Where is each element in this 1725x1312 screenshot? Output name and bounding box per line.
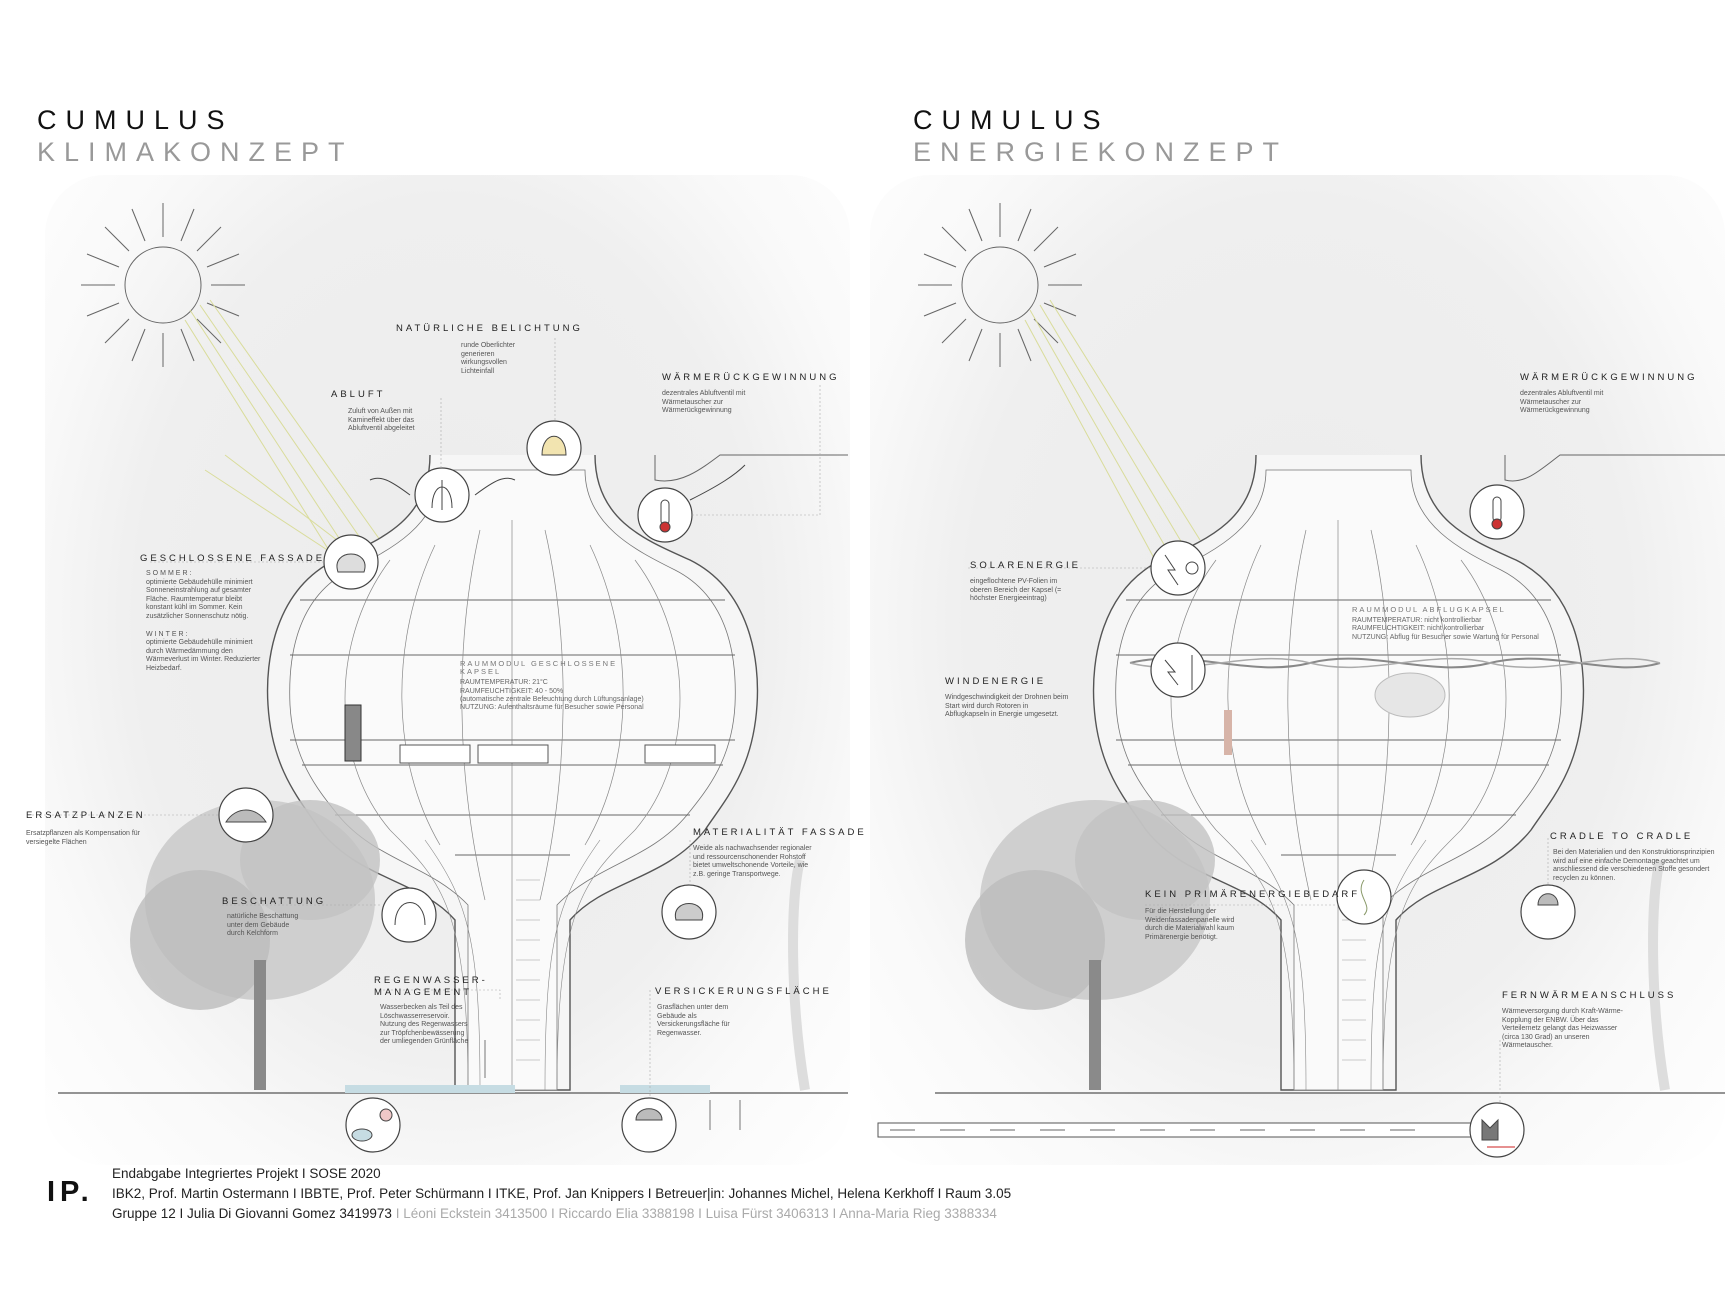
footer-members: I Léoni Eckstein 3413500 I Riccardo Elia… <box>395 1206 997 1221</box>
wind-energy-text: Windgeschwindigkeit der Drohnen beim Sta… <box>945 694 1069 719</box>
heat-recovery-text-right: dezentrales Abluftventil mit Wärmetausch… <box>1520 390 1604 415</box>
shading-label: BESCHATTUNG <box>222 896 327 907</box>
facade-material-text: Weide als nachwachsender regionaler und … <box>693 845 812 878</box>
summer-head: SOMMER: <box>146 570 194 577</box>
heat-recovery-label-left: WÄRMERÜCKGEWINNUNG <box>662 372 840 383</box>
right-room-module: RAUMMODUL ABFLUGKAPSEL RAUMTEMPERATUR: n… <box>1352 605 1552 642</box>
replacement-plants-label: ERSATZPLANZEN <box>26 810 146 821</box>
solar-energy-label: SOLARENERGIE <box>970 560 1081 571</box>
wind-energy-label: WINDENERGIE <box>945 676 1047 687</box>
solar-energy-text: eingeflochtene PV-Folien im oberen Berei… <box>970 578 1062 603</box>
right-module-line1: RAUMTEMPERATUR: nicht kontrollierbar <box>1352 617 1482 625</box>
footer-line2: IBK2, Prof. Martin Ostermann I IBBTE, Pr… <box>112 1186 1012 1201</box>
closed-facade-label: GESCHLOSSENE FASSADE <box>140 553 326 564</box>
infiltration-label: VERSICKERUNGSFLÄCHE <box>655 986 832 997</box>
footer-line3: Gruppe 12 I Julia Di Giovanni Gomez 3419… <box>112 1204 1011 1224</box>
replacement-plants-text: Ersatzpflanzen als Kompensation für vers… <box>26 830 141 846</box>
no-primary-energy-label: KEIN PRIMÄRENERGIEBEDARF <box>1145 889 1361 900</box>
cradle-to-cradle-label: CRADLE TO CRADLE <box>1550 831 1694 842</box>
left-module-head: RAUMMODUL GESCHLOSSENE KAPSEL <box>460 659 618 677</box>
left-room-module: RAUMMODUL GESCHLOSSENE KAPSEL RAUMTEMPER… <box>460 659 660 712</box>
cradle-to-cradle-text: Bei den Materialien und den Konstruktion… <box>1553 849 1715 882</box>
district-heating-label: FERNWÄRMEANSCHLUSS <box>1502 990 1677 1001</box>
ip-logo: IP. <box>47 1176 94 1208</box>
right-title: CUMULUS ENERGIEKONZEPT <box>913 104 1288 168</box>
right-title-line2: ENERGIEKONZEPT <box>913 137 1289 167</box>
exhaust-air-text: Zuluft von Außen mit Kamineffekt über da… <box>348 408 415 433</box>
heat-recovery-label-right: WÄRMERÜCKGEWINNUNG <box>1520 372 1698 383</box>
footer-group: Gruppe 12 I Julia Di Giovanni Gomez 3419… <box>112 1206 392 1221</box>
left-title-line2: KLIMAKONZEPT <box>37 137 354 167</box>
natural-lighting-label: NATÜRLICHE BELICHTUNG <box>396 323 583 334</box>
right-title-line1: CUMULUS <box>913 105 1110 135</box>
heat-recovery-text-left: dezentrales Abluftventil mit Wärmetausch… <box>662 390 746 415</box>
left-module-line4: NUTZUNG: Aufenthaltsräume für Besucher s… <box>460 704 644 712</box>
district-heating-text: Wärmeversorgung durch Kraft-Wärme-Kopplu… <box>1502 1008 1623 1050</box>
rainwater-text: Wasserbecken als Teil des Löschwasserres… <box>380 1004 469 1046</box>
natural-lighting-text: runde Oberlichter generieren wirkungsvol… <box>461 342 516 375</box>
right-module-line3: NUTZUNG: Abflug für Besucher sowie Wartu… <box>1352 633 1539 641</box>
left-module-line2: RAUMFEUCHTIGKEIT: 40 - 50% <box>460 687 564 695</box>
rainwater-label-2: MANAGEMENT <box>374 987 473 998</box>
shading-text: natürliche Beschattung unter dem Gebäude… <box>227 913 299 938</box>
right-module-head: RAUMMODUL ABFLUGKAPSEL <box>1352 605 1506 614</box>
winter-text: optimierte Gebäudehülle minimiert durch … <box>146 639 261 672</box>
footer-line1: Endabgabe Integriertes Projekt I SOSE 20… <box>112 1166 381 1181</box>
winter-head: WINTER: <box>146 630 190 638</box>
rainwater-label-1: REGENWASSER- <box>374 975 488 986</box>
left-module-line3: (automatische zentrale Befeuchtung durch… <box>460 695 644 703</box>
left-module-line1: RAUMTEMPERATUR: 21°C <box>460 679 548 687</box>
closed-facade-text: SOMMER: optimierte Gebäudehülle minimier… <box>146 570 264 674</box>
exhaust-air-label: ABLUFT <box>331 389 386 400</box>
summer-text: optimierte Gebäudehülle minimiert Sonnen… <box>146 578 253 620</box>
footer: Endabgabe Integriertes Projekt I SOSE 20… <box>112 1164 1011 1224</box>
left-title-line1: CUMULUS <box>37 105 234 135</box>
facade-material-label: MATERIALITÄT FASSADE <box>693 827 867 838</box>
left-title: CUMULUS KLIMAKONZEPT <box>37 104 354 168</box>
no-primary-energy-text: Für die Herstellung der Weidenfassadenpa… <box>1145 908 1235 941</box>
infiltration-text: Grasflächen unter dem Gebäude als Versic… <box>657 1004 730 1037</box>
right-module-line2: RAUMFEUCHTIGKEIT: nicht kontrollierbar <box>1352 625 1485 633</box>
